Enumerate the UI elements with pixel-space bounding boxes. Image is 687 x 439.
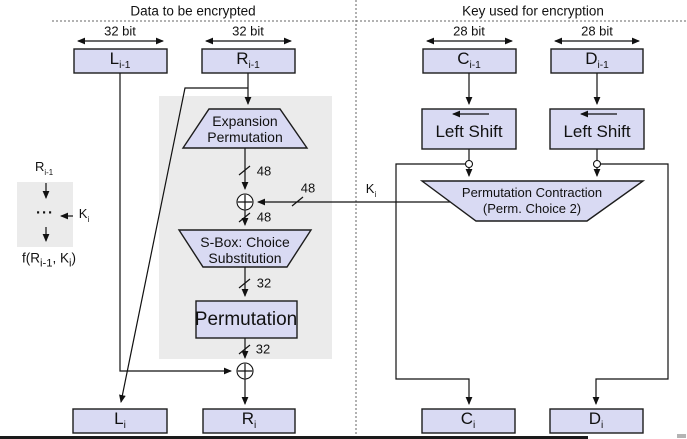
bits-label-d: 28 bit <box>581 23 613 39</box>
branch-node-c <box>464 159 474 169</box>
trapezoid-permutation-contraction <box>419 180 646 222</box>
box-r-prev <box>201 48 296 74</box>
legend-func-s2: i <box>69 257 72 270</box>
label-perm-contraction-line2: (Perm. Choice 2) <box>482 201 582 216</box>
label-sbox: S-Box: Choice Substitution <box>200 234 289 266</box>
xor1-icon <box>236 193 254 211</box>
width-32-after-permutation: 32 <box>255 341 271 357</box>
wire-node-d-to-dnext <box>592 163 669 405</box>
label-l-prev: Li-1 <box>110 49 131 71</box>
box-left-shift-c <box>421 108 517 150</box>
section-title-data: Data to be encrypted <box>130 3 256 19</box>
label-r-next: Ri <box>242 409 257 431</box>
resize-handle-mark <box>677 434 686 438</box>
legend-input-label: Ri-1 <box>35 159 53 177</box>
label-round-key: Ki <box>366 181 376 199</box>
label-round-key-sub: i <box>374 189 377 199</box>
legend-func-p1: f(R <box>21 250 40 266</box>
label-r-next-base: R <box>241 408 255 428</box>
label-round-key-base: K <box>365 181 375 197</box>
label-r-prev: Ri-1 <box>236 49 260 71</box>
box-l-prev <box>73 48 168 74</box>
box-l-next <box>72 408 168 434</box>
label-d-prev: Di-1 <box>585 49 609 71</box>
box-r-next <box>202 408 296 434</box>
section-title-key: Key used for encryption <box>462 3 604 19</box>
width-48-key: 48 <box>300 180 316 196</box>
legend-func-p3: ) <box>71 250 77 266</box>
wire-rprev-to-lnext <box>119 87 248 403</box>
label-d-next: Di <box>589 409 604 431</box>
width-48-after-xor: 48 <box>256 209 272 225</box>
legend-dots: ··· <box>36 204 54 222</box>
label-l-prev-sub: i-1 <box>119 60 131 72</box>
box-d-next <box>549 408 644 434</box>
label-expansion-line1: Expansion <box>212 113 278 129</box>
label-sbox-line2: Substitution <box>208 250 282 266</box>
legend-func-s1: i-1 <box>39 257 53 270</box>
label-perm-contraction: Permutation Contraction (Perm. Choice 2) <box>462 185 602 217</box>
label-l-prev-base: L <box>109 48 120 68</box>
box-left-shift-d <box>549 108 645 150</box>
label-expansion-permutation: Expansion Permutation <box>207 113 282 145</box>
label-l-next: Li <box>114 409 126 431</box>
legend-function-label: f(Ri-1, Ki) <box>22 251 76 270</box>
branch-node-d <box>592 159 602 169</box>
trapezoid-sbox <box>177 229 313 268</box>
box-c-prev <box>422 48 517 74</box>
xor2-icon <box>236 362 254 380</box>
box-permutation <box>195 300 298 339</box>
slash-48-after-expansion <box>238 165 251 176</box>
label-r-next-sub: i <box>254 420 257 432</box>
label-c-prev-sub: i-1 <box>469 60 481 72</box>
bits-label-l: 32 bit <box>104 23 136 39</box>
legend-key-sub: i <box>87 214 90 224</box>
label-c-next-sub: i <box>473 420 476 432</box>
slash-32-after-permutation <box>238 344 251 355</box>
box-c-next <box>421 408 516 434</box>
legend-input-sub: i-1 <box>44 167 54 177</box>
label-left-shift-d: Left Shift <box>563 122 631 141</box>
label-d-next-sub: i <box>601 420 604 432</box>
label-c-next-base: C <box>460 408 474 428</box>
slash-48-after-xor <box>238 212 251 223</box>
wire-lprev-to-xor2 <box>119 73 232 375</box>
slash-48-key <box>291 196 304 207</box>
slash-32-after-sbox <box>238 278 251 289</box>
legend-func-p2: , K <box>52 250 70 266</box>
label-l-next-base: L <box>114 408 124 428</box>
label-perm-contraction-line1: Permutation Contraction <box>461 185 603 200</box>
label-d-next-base: D <box>588 408 602 428</box>
label-r-prev-sub: i-1 <box>248 60 260 72</box>
legend-key-base: K <box>78 206 88 222</box>
label-c-next: Ci <box>461 409 476 431</box>
bits-label-c: 28 bit <box>453 23 485 39</box>
trapezoid-expansion-permutation <box>181 108 309 149</box>
bits-label-r: 32 bit <box>232 23 264 39</box>
label-l-next-sub: i <box>123 420 126 432</box>
wire-node-c-to-cnext <box>395 163 473 405</box>
label-c-prev: Ci-1 <box>457 49 481 71</box>
box-d-prev <box>550 48 644 74</box>
label-d-prev-base: D <box>585 48 598 68</box>
label-r-prev-base: R <box>236 48 249 68</box>
legend-key-label: Ki <box>79 206 89 224</box>
label-c-prev-base: C <box>457 48 470 68</box>
label-d-prev-sub: i-1 <box>597 60 609 72</box>
label-permutation: Permutation <box>194 309 298 330</box>
label-sbox-line1: S-Box: Choice <box>200 234 290 250</box>
label-left-shift-c: Left Shift <box>435 122 503 141</box>
width-48-after-expansion: 48 <box>256 163 272 179</box>
window-bottom-edge <box>0 436 588 439</box>
width-32-after-sbox: 32 <box>256 275 272 291</box>
label-expansion-line2: Permutation <box>207 129 283 145</box>
legend-input-base: R <box>34 159 45 175</box>
